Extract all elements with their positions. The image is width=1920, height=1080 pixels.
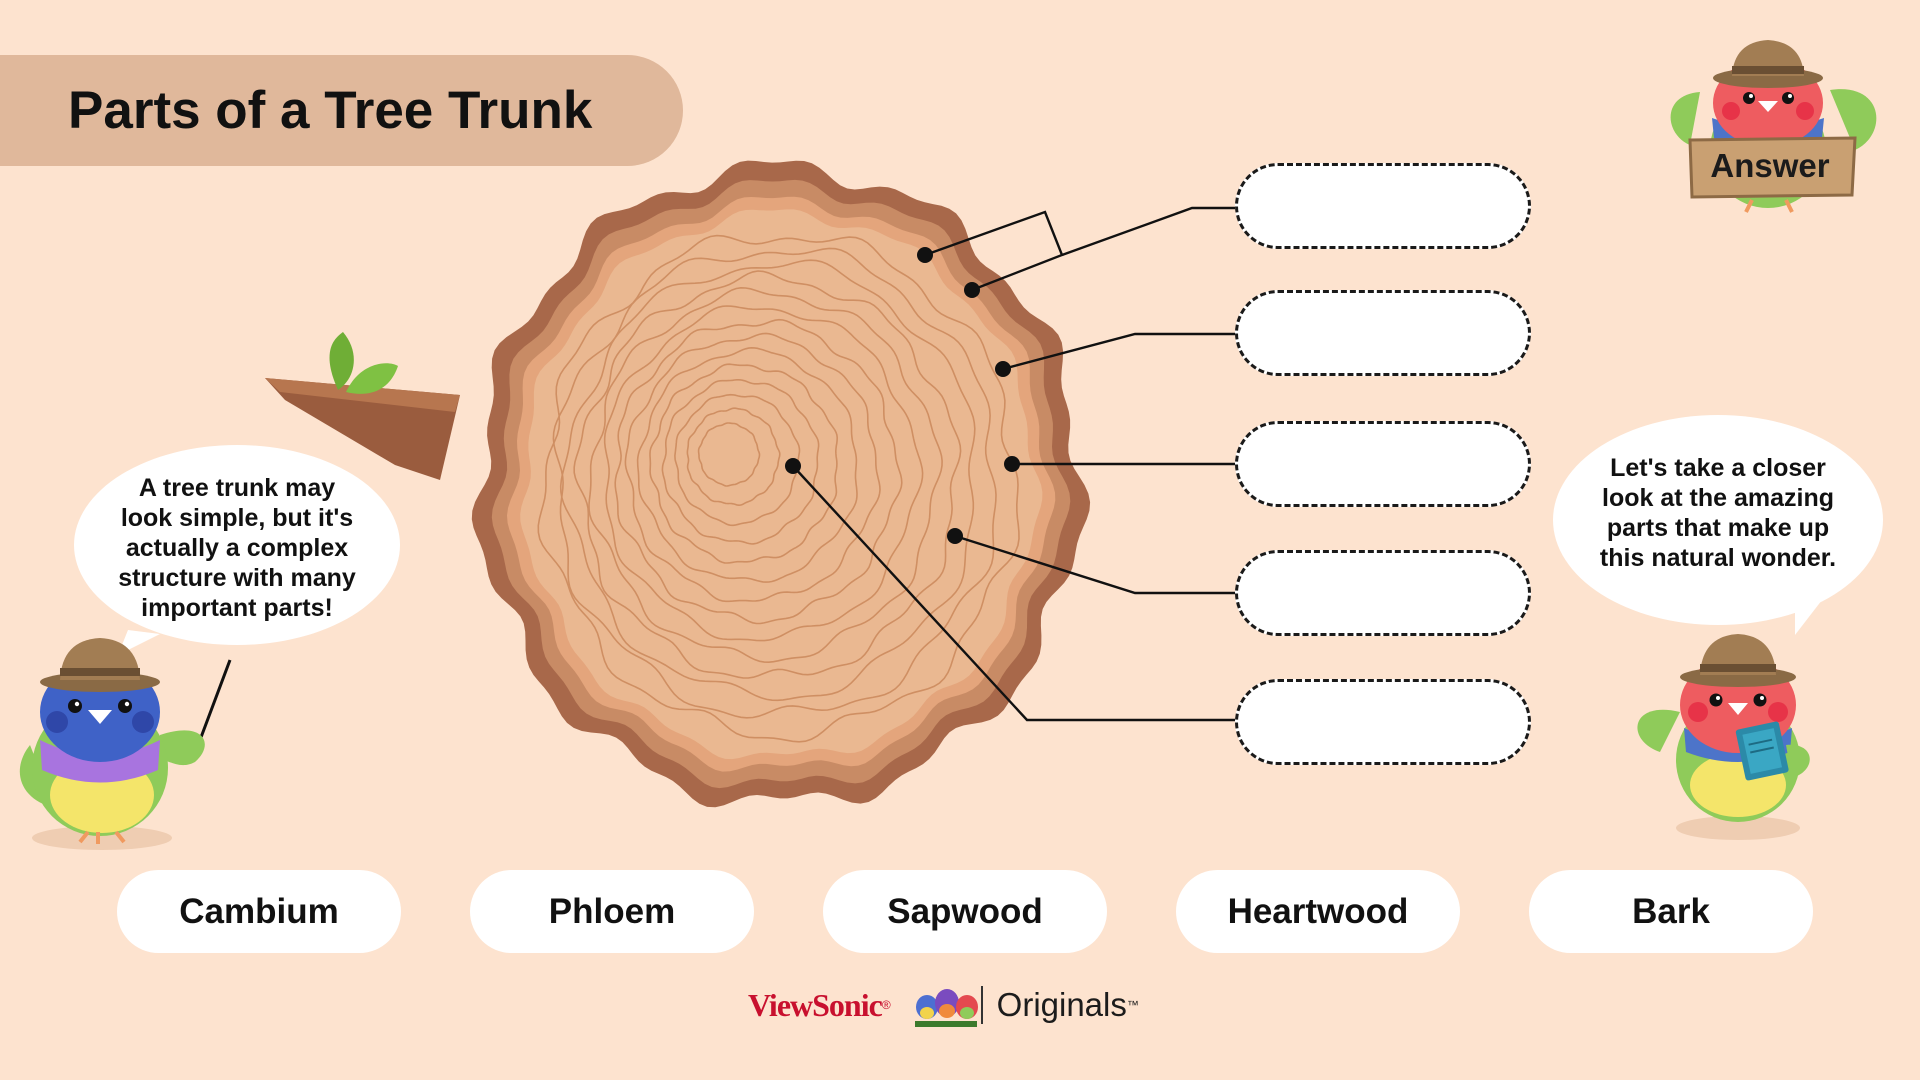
answer-blank-4[interactable] bbox=[1235, 550, 1531, 636]
brand-company: ViewSonic bbox=[748, 986, 883, 1023]
pointer-stick bbox=[198, 659, 232, 741]
answer-bird bbox=[1670, 40, 1877, 213]
speech-text-right: Let's take a closer look at the amazing … bbox=[1573, 453, 1863, 573]
answer-button[interactable]: Answer bbox=[1710, 147, 1830, 184]
growth-ring bbox=[537, 234, 1020, 743]
leader-dots bbox=[785, 247, 1020, 544]
growth-ring bbox=[697, 422, 761, 487]
brand-footer: ViewSonic ® Originals ™ bbox=[748, 980, 1139, 1030]
growth-ring bbox=[649, 363, 839, 564]
speech-line: this natural wonder. bbox=[1599, 544, 1837, 572]
word-bank-heartwood[interactable]: Heartwood bbox=[1176, 870, 1460, 953]
answer-blank-5[interactable] bbox=[1235, 679, 1531, 765]
word-bank-cambium[interactable]: Cambium bbox=[117, 870, 401, 953]
growth-ring bbox=[552, 247, 997, 719]
leader-line-1 bbox=[1061, 206, 1235, 257]
speech-bubble-left bbox=[74, 445, 400, 655]
brand-divider bbox=[980, 986, 983, 1024]
speech-line: structure with many bbox=[118, 564, 356, 592]
brand-mark: ® bbox=[881, 998, 891, 1012]
growth-ring bbox=[614, 318, 903, 625]
growth-ring bbox=[624, 332, 881, 603]
bird-left bbox=[19, 638, 205, 850]
speech-text-left: A tree trunk may look simple, but it's a… bbox=[92, 473, 382, 623]
brand-birds-space bbox=[899, 985, 969, 1025]
speech-line: Let's take a closer bbox=[1610, 454, 1826, 482]
growth-ring bbox=[674, 393, 801, 527]
leader-line-4 bbox=[954, 534, 1235, 595]
growth-ring bbox=[636, 346, 858, 583]
brand-trademark: ™ bbox=[1126, 998, 1139, 1012]
leader-dot bbox=[947, 528, 963, 544]
answer-blank-2[interactable] bbox=[1235, 290, 1531, 376]
speech-line: A tree trunk may bbox=[138, 474, 336, 502]
growth-ring bbox=[559, 259, 976, 702]
leader-lines bbox=[792, 206, 1235, 722]
growth-ring bbox=[588, 286, 943, 664]
bird-right bbox=[1637, 634, 1810, 840]
title-banner: Parts of a Tree Trunk bbox=[0, 55, 683, 166]
growth-ring bbox=[686, 407, 781, 507]
leader-dot bbox=[1004, 456, 1020, 472]
speech-line: actually a complex bbox=[125, 534, 349, 562]
speech-line: important parts! bbox=[141, 594, 333, 622]
speech-line: look simple, but it's bbox=[120, 504, 354, 532]
speech-line: look at the amazing bbox=[1602, 484, 1834, 512]
leaf-icon bbox=[329, 332, 354, 390]
speech-line: parts that make up bbox=[1606, 514, 1830, 542]
word-bank-sapwood[interactable]: Sapwood bbox=[823, 870, 1107, 953]
leader-line-2 bbox=[1002, 332, 1235, 371]
growth-ring bbox=[661, 379, 820, 545]
tree-cross-section bbox=[471, 160, 1091, 808]
word-bank-bark[interactable]: Bark bbox=[1529, 870, 1813, 953]
leader-dot bbox=[995, 361, 1011, 377]
leader-dot bbox=[785, 458, 801, 474]
leader-line-5 bbox=[792, 465, 1235, 722]
branch bbox=[265, 332, 460, 480]
speech-bubble-right bbox=[1553, 415, 1883, 635]
growth-ring bbox=[573, 270, 962, 679]
answer-blank-3[interactable] bbox=[1235, 421, 1531, 507]
brand-series: Originals bbox=[996, 986, 1127, 1023]
book-icon bbox=[1735, 721, 1789, 781]
leader-bracket bbox=[924, 210, 1064, 292]
word-bank-phloem[interactable]: Phloem bbox=[470, 870, 754, 953]
leaf-icon bbox=[346, 363, 398, 394]
brand-birds-icon bbox=[915, 989, 978, 1027]
answer-sign-board bbox=[1688, 136, 1857, 199]
page-title: Parts of a Tree Trunk bbox=[68, 81, 593, 140]
leader-dot bbox=[964, 282, 980, 298]
leader-dot bbox=[917, 247, 933, 263]
growth-ring bbox=[603, 305, 924, 642]
answer-blank-1[interactable] bbox=[1235, 163, 1531, 249]
